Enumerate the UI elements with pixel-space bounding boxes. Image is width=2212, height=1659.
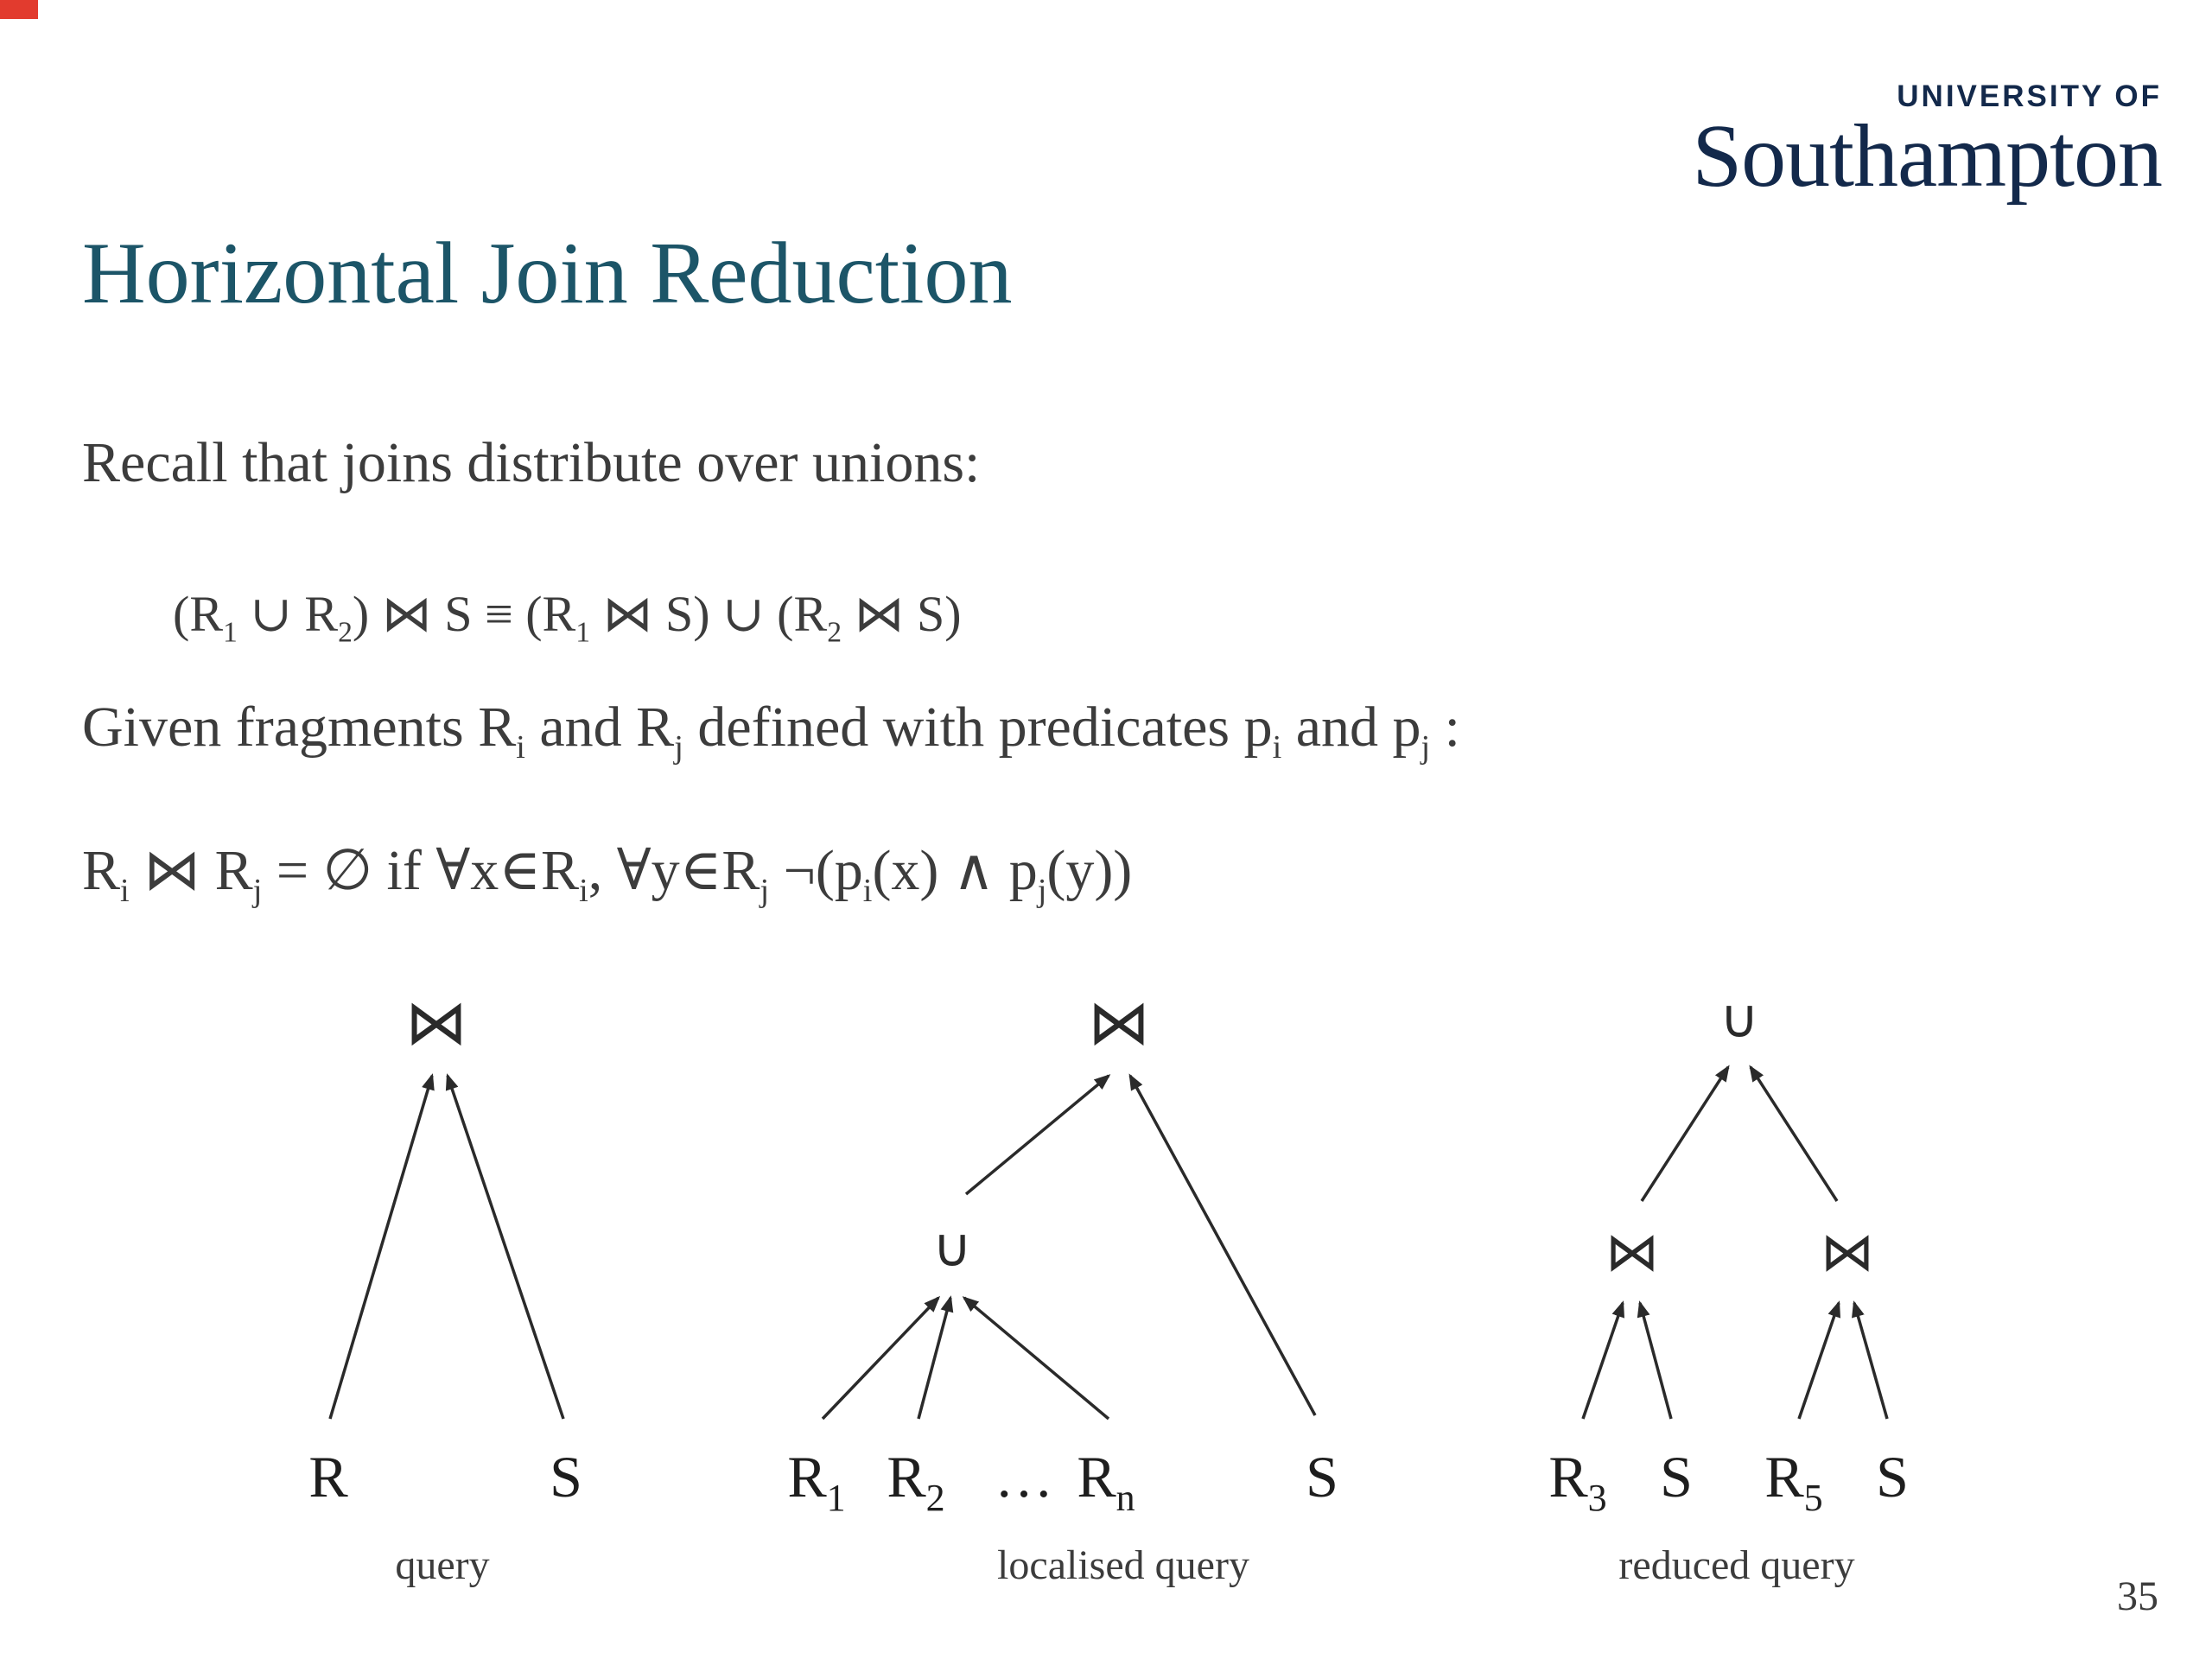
distribution-formula: (R1 ∪ R2) ⋈ S ≡ (R1 ⋈ S) ∪ (R2 ⋈ S) (173, 586, 962, 649)
tree-localised-query: ⋈ ∪ R1 R2 … Rn S localised query (787, 986, 1338, 1588)
slide-title: Horizontal Join Reduction (82, 225, 1013, 322)
leaf-label: R3 (1548, 1444, 1606, 1519)
tree-reduced-query: ∪ ⋈ ⋈ R3 S R5 S reduced query (1548, 987, 1909, 1588)
ellipsis-label: … (995, 1444, 1053, 1510)
query-tree-diagrams: ⋈ R S query ⋈ ∪ R1 R2 … Rn S localised q… (308, 986, 1909, 1588)
leaf-label: R1 (787, 1444, 845, 1519)
branch-arrow (1852, 1300, 1889, 1420)
logo-university-of-text: UNIVERSITY OF (1897, 79, 2162, 113)
branch-arrow (1640, 1065, 1730, 1202)
union-icon: ∪ (932, 1216, 971, 1279)
branch-arrow (328, 1073, 435, 1420)
corner-marker (0, 0, 38, 19)
tree-caption: query (395, 1542, 489, 1588)
join-icon: ⋈ (405, 986, 467, 1058)
branch-arrow (964, 1074, 1111, 1196)
union-icon: ∪ (1719, 987, 1758, 1050)
empty-join-formula: Ri ⋈ Rj = ∅ if ∀x∈Ri, ∀y∈Rj ¬(pi(x) ∧ pj… (82, 839, 1133, 910)
logo-southampton-text: Southampton (1692, 106, 2163, 206)
leaf-label: Rn (1077, 1444, 1135, 1519)
branch-arrow (445, 1073, 565, 1420)
tree-caption: reduced query (1618, 1542, 1854, 1588)
join-icon: ⋈ (1605, 1220, 1659, 1283)
tree-query: ⋈ R S query (308, 986, 582, 1588)
leaf-label: S (550, 1444, 582, 1510)
page-number: 35 (2117, 1573, 2158, 1619)
leaf-label: S (1876, 1444, 1909, 1510)
branch-arrow (1128, 1073, 1317, 1416)
leaf-label: R (308, 1444, 348, 1510)
branch-arrow (1637, 1300, 1673, 1420)
branch-arrow (962, 1296, 1110, 1421)
branch-arrow (1749, 1065, 1839, 1202)
join-icon: ⋈ (1821, 1220, 1874, 1283)
join-icon: ⋈ (1088, 986, 1150, 1058)
branch-arrow (1581, 1300, 1624, 1420)
branch-arrow (917, 1295, 954, 1420)
tree-caption: localised query (997, 1542, 1249, 1588)
recall-line: Recall that joins distribute over unions… (82, 431, 981, 494)
given-fragments-line: Given fragments Ri and Rj defined with p… (82, 696, 1461, 766)
leaf-label: R5 (1764, 1444, 1822, 1519)
leaf-label: S (1306, 1444, 1338, 1510)
branch-arrow (821, 1295, 941, 1421)
leaf-label: R2 (887, 1444, 944, 1519)
branch-arrow (1797, 1300, 1840, 1420)
leaf-label: S (1660, 1444, 1693, 1510)
university-logo: UNIVERSITY OF Southampton (1692, 79, 2163, 206)
